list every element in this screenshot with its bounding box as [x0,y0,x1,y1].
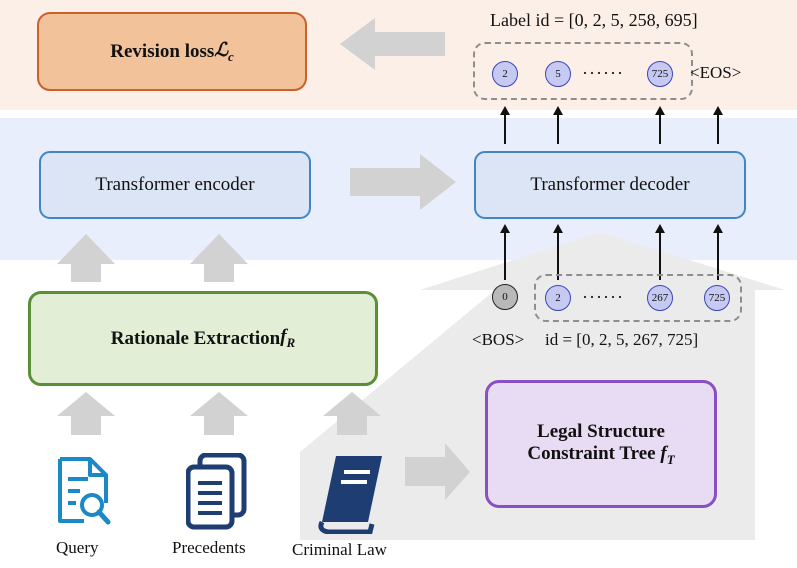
output-ellipsis: ······ [582,63,624,83]
rationale-extraction-box: Rationale Extraction fR [28,291,378,386]
decoder-output-arrow [553,106,563,144]
input-token-group [534,274,742,322]
gray-flow-arrows [57,18,470,500]
rationale-extraction-symbol: fR [280,326,296,350]
input-ellipsis: ······ [582,287,624,307]
decoder-output-arrow [500,106,510,144]
transformer-encoder-box: Transformer encoder [39,151,311,219]
output-token: 725 [647,61,673,87]
input-token: 267 [647,285,673,311]
revision-loss-box: Revision loss ℒc [37,12,307,91]
transformer-decoder-box: Transformer decoder [474,151,746,219]
lsct-line2: Constraint Tree fT [527,442,675,467]
criminal-law-book-icon [318,456,382,534]
revision-loss-label: Revision loss [110,40,215,62]
input-token: 2 [545,285,571,311]
output-token-group [473,42,693,100]
decoder-input-arrow [500,224,510,280]
precedents-documents-icon [186,453,247,530]
input-id-text: id = [0, 2, 5, 267, 725] [545,330,699,349]
query-label: Query [56,538,99,557]
precedents-label: Precedents [172,538,246,557]
decoder-input-arrow [553,224,563,280]
lsct-line1: Legal Structure [537,420,665,442]
rationale-extraction-label: Rationale Extraction [110,327,281,349]
eos-token: <EOS> [690,63,742,82]
query-document-search-icon [58,457,111,525]
legal-structure-constraint-tree-box: Legal Structure Constraint Tree fT [485,380,717,508]
output-token: 2 [492,61,518,87]
decoder-input-arrow [655,224,665,280]
bos-token-circle: 0 [492,284,518,310]
criminal-law-label: Criminal Law [292,540,387,559]
decoder-output-arrow [655,106,665,144]
revision-loss-symbol: ℒc [214,39,234,64]
input-token: 725 [704,285,730,311]
decoder-output-arrow [713,106,723,144]
bos-label: <BOS> [472,330,525,349]
decoder-input-arrow [713,224,723,280]
label-id-text: Label id = [0, 2, 5, 258, 695] [490,10,698,30]
output-token: 5 [545,61,571,87]
